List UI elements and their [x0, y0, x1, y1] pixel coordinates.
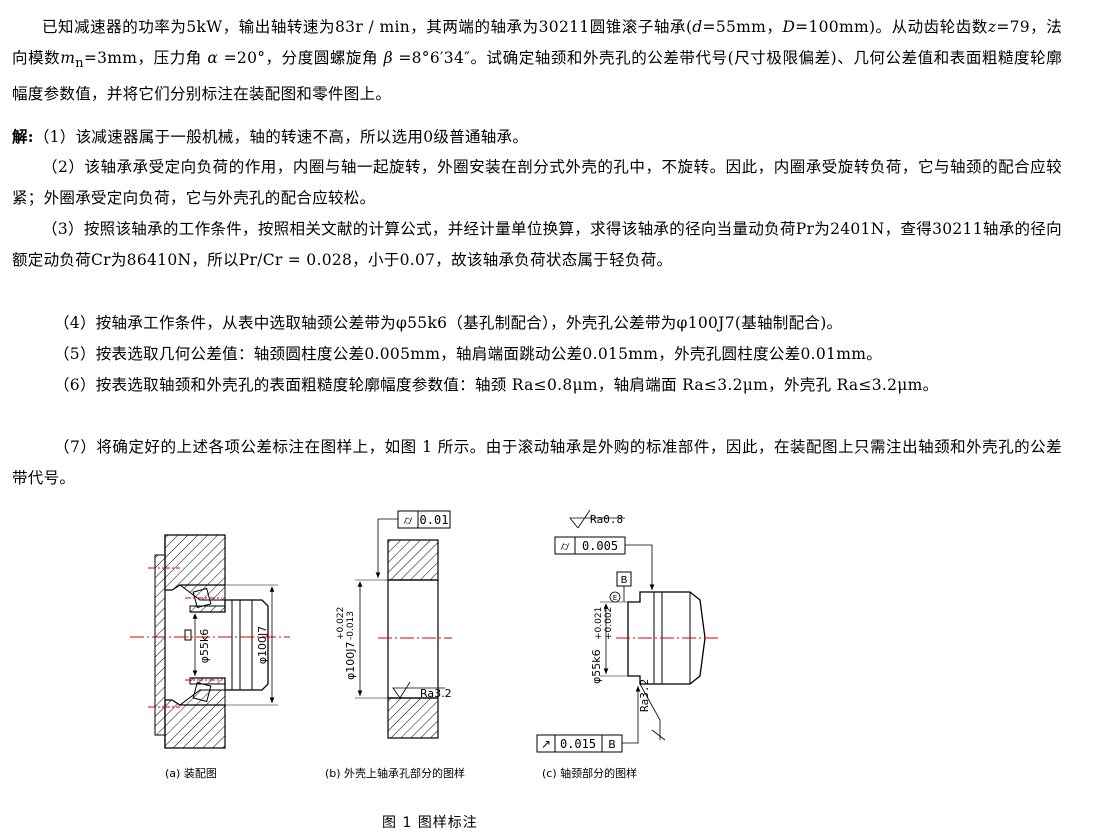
runout-c-datum: B [608, 738, 616, 751]
solution-label: 解: [12, 127, 34, 146]
drawing-a-assembly: φ55k6 φ100J7 [130, 534, 290, 749]
dim-b-lower: -0.013 [346, 611, 356, 640]
caption-a: (a) 装配图 [165, 767, 217, 780]
dim-b-upper: +0.022 [336, 607, 346, 640]
figure-title: 图 1 图样标注 [382, 815, 478, 831]
envelope-icon [609, 591, 621, 603]
solution-step-1: 解:（1）该减速器属于一般机械，轴的转速不高，所以选用0级普通轴承。 [12, 127, 529, 146]
dim-c-text: φ55k6 [590, 649, 603, 684]
drawings-figure: φ55k6 φ100J7 ⌭ 0.01 φ100J7 [130, 509, 720, 753]
caption-b: (b) 外壳上轴承孔部分的图样 [325, 767, 466, 780]
drawing-c-shaft: Ra0.8 ⌭ 0.005 B φ55k6 +0.021 +0.002 E Ra… [536, 509, 720, 753]
runout-c-value: 0.015 [560, 737, 596, 751]
dim-c-lower: +0.002 [604, 607, 614, 640]
tol-c-value: 0.005 [582, 539, 618, 553]
dim-a-shaft: φ55k6 [198, 629, 211, 664]
datum-c: B [621, 575, 628, 586]
solution-step-5: （5）按表选取几何公差值：轴颈圆柱度公差0.005mm，轴肩端面跳动公差0.01… [54, 345, 883, 363]
caption-c: (c) 轴颈部分的图样 [542, 767, 638, 780]
ra-c-side: Ra3.2 [638, 679, 651, 712]
envelope-letter: E [613, 594, 617, 602]
solution-step-2: （2）该轴承承受定向负荷的作用，内圈与轴一起旋转，外圈安装在剖分式外壳的孔中，不… [12, 158, 1062, 207]
solution-step-3: （3）按照该轴承的工作条件，按照相关文献的计算公式，并经计量单位换算，求得该轴承… [12, 220, 1062, 269]
ra-c-top: Ra0.8 [590, 513, 623, 526]
solution-step-4: （4）按轴承工作条件，从表中选取轴颈公差带为φ55k6（基孔制配合），外壳孔公差… [54, 314, 843, 332]
tol-b-value: 0.01 [420, 513, 449, 527]
solution-step-6: （6）按表选取轴颈和外壳孔的表面粗糙度轮廓幅度参数值：轴颈 Ra≤0.8μm，轴… [54, 376, 939, 394]
ra-b: Ra3.2 [420, 687, 452, 700]
cylindricity-icon-c: ⌭ [561, 539, 570, 553]
dim-a-housing: φ100J7 [256, 626, 269, 665]
dim-c-upper: +0.021 [594, 607, 604, 640]
runout-icon: ↗ [541, 737, 551, 751]
solution-step-7: （7）将确定好的上述各项公差标注在图样上，如图 1 所示。由于滚动轴承是外购的标… [12, 438, 1062, 487]
dim-b-text: φ100J7 [344, 642, 357, 681]
drawing-b-housing: ⌭ 0.01 φ100J7 +0.022 -0.013 Ra3.2 [336, 510, 452, 739]
cylindricity-icon: ⌭ [404, 513, 413, 527]
problem-line-1: 已知减速器的功率为5kW，输出轴转速为83r / min，其两端的轴承为3021… [12, 18, 1063, 104]
